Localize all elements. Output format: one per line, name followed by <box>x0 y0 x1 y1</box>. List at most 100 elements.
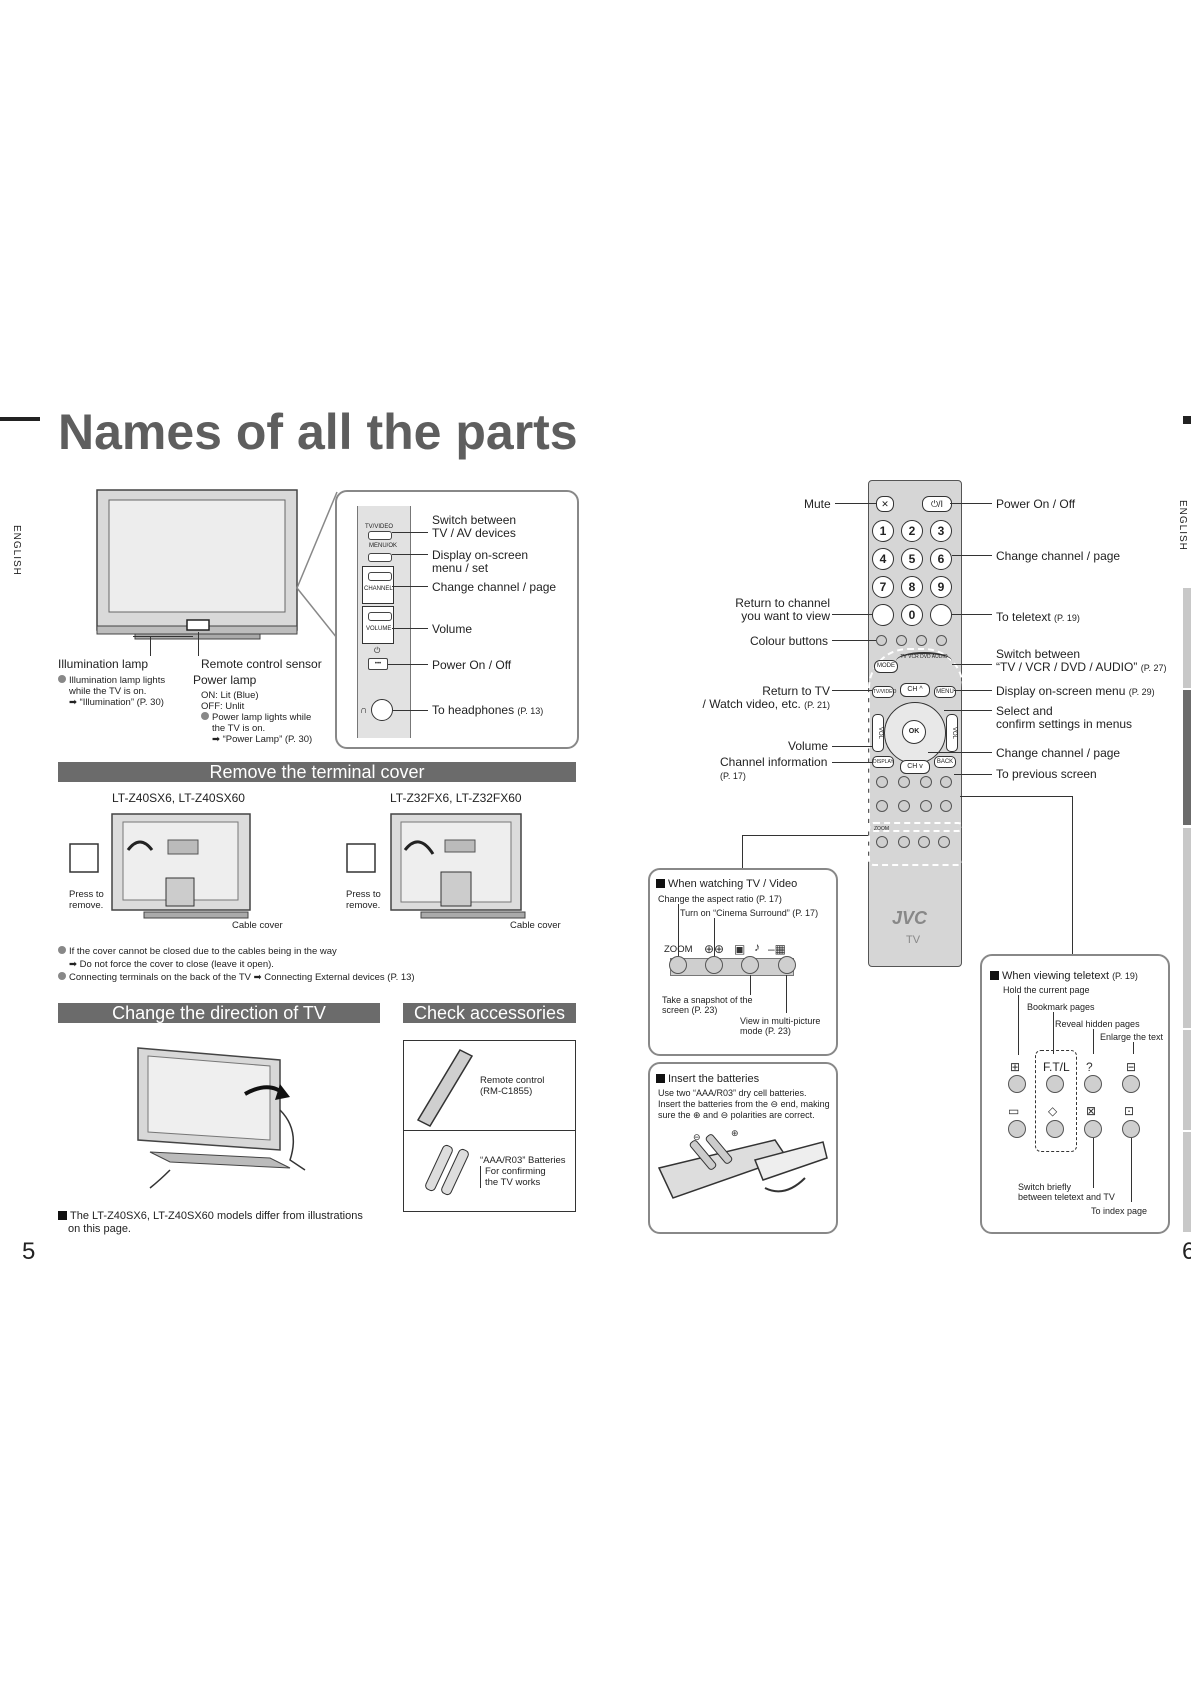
headphones-label: To headphones (P. 13) <box>432 703 544 717</box>
leader-channel-info <box>832 762 872 763</box>
snapshot-round-button[interactable] <box>741 956 759 974</box>
remote-small-key[interactable] <box>920 776 932 788</box>
enlarge-icon: ⊟ <box>1126 1060 1137 1074</box>
key-5[interactable]: 5 <box>901 548 923 570</box>
volume-up-button[interactable]: VOL <box>946 714 958 752</box>
zoom-button[interactable] <box>876 836 888 848</box>
watching-zoom-label: ZOOM <box>664 944 693 955</box>
teletext-down-button[interactable] <box>1008 1120 1026 1138</box>
teletext-play-button[interactable] <box>1084 1075 1102 1093</box>
display-button[interactable]: DISPLAY <box>872 756 894 768</box>
teletext-stop-button[interactable] <box>1084 1120 1102 1138</box>
key-7[interactable]: 7 <box>872 576 894 598</box>
teletext-rewind-button[interactable] <box>1046 1075 1064 1093</box>
menu-button[interactable]: MENU <box>934 686 956 698</box>
teletext-button[interactable] <box>930 604 952 626</box>
headphone-jack[interactable] <box>371 699 393 721</box>
remote-small-key[interactable] <box>940 776 952 788</box>
bullet-icon <box>201 712 209 720</box>
side-tab-4 <box>1183 1030 1191 1130</box>
colour-button-red[interactable] <box>876 635 887 646</box>
remote-small-key[interactable] <box>876 800 888 812</box>
surround-label: Turn on “Cinema Surround” (P. 17) <box>680 908 819 918</box>
panel-volume-button[interactable] <box>368 612 392 621</box>
accessories-heading: Check accessories <box>403 1003 576 1023</box>
zoom-round-button[interactable] <box>669 956 687 974</box>
back-button[interactable]: BACK <box>934 756 956 768</box>
snapshot-button[interactable] <box>918 836 930 848</box>
teletext-up-button[interactable] <box>1008 1075 1026 1093</box>
zoom-group <box>868 822 964 866</box>
key-3[interactable]: 3 <box>930 520 952 542</box>
leader-switch-av <box>392 532 428 533</box>
remote-small-key[interactable] <box>940 800 952 812</box>
panel-menu-label: MENU/OK <box>369 543 398 549</box>
svg-text:⊕: ⊕ <box>731 1128 739 1138</box>
tvvideo-button[interactable]: TV/VIDEO <box>872 686 896 698</box>
teletext-record-button[interactable] <box>1046 1120 1064 1138</box>
remote-small-key[interactable] <box>920 800 932 812</box>
multi-round-button[interactable] <box>778 956 796 974</box>
model-b-label: LT-Z32FX6, LT-Z32FX60 <box>390 791 522 805</box>
device-selector-arc[interactable]: TV VCR DVD AUDIO <box>896 652 952 670</box>
key-9[interactable]: 9 <box>930 576 952 598</box>
colour-button-green[interactable] <box>896 635 907 646</box>
teletext-ff-button[interactable] <box>1122 1075 1140 1093</box>
key-0[interactable]: 0 <box>901 604 923 626</box>
panel-menu-button[interactable] <box>368 553 392 562</box>
panel-tvvideo-label: TV/VIDEO <box>365 524 394 530</box>
mode-button[interactable]: MODE <box>874 660 898 673</box>
teletext-keys-rows <box>874 774 954 820</box>
channel-up-button[interactable]: CH ^ <box>900 683 930 697</box>
key-8[interactable]: 8 <box>901 576 923 598</box>
colour-buttons-label: Colour buttons <box>750 634 829 648</box>
teletext-pause-button[interactable] <box>1122 1120 1140 1138</box>
leader-reveal <box>1093 1029 1094 1054</box>
colour-button-blue[interactable] <box>936 635 947 646</box>
ok-button[interactable]: OK <box>902 720 926 744</box>
side-tab-1 <box>1183 588 1191 688</box>
key-2[interactable]: 2 <box>901 520 923 542</box>
panel-channel-label: CHANNEL <box>364 586 393 592</box>
tv-swivel-illustration <box>137 1047 306 1189</box>
leader-teletext <box>952 614 992 615</box>
surround-round-button[interactable] <box>705 956 723 974</box>
brand-sub: TV <box>906 934 921 946</box>
direction-note: The LT-Z40SX6, LT-Z40SX60 models differ … <box>58 1210 363 1236</box>
leader-return-tv <box>832 690 872 691</box>
channel-down-button[interactable]: CH v <box>900 760 930 774</box>
channel-info-label: Channel information(P. 17) <box>720 755 828 782</box>
power-button[interactable]: ⏻/I <box>922 496 952 512</box>
panel-volume-label: VOLUME <box>366 626 392 632</box>
colour-button-yellow[interactable] <box>916 635 927 646</box>
music-note-icon: ♪ <box>754 940 760 954</box>
key-4[interactable]: 4 <box>872 548 894 570</box>
volume-down-button[interactable]: VOL <box>872 714 884 752</box>
index-page-label: To index page <box>1091 1206 1148 1216</box>
multi-picture-button[interactable] <box>938 836 950 848</box>
return-channel-button[interactable] <box>872 604 894 626</box>
side-tab-5 <box>1183 1132 1191 1232</box>
reveal-label: Reveal hidden pages <box>1055 1019 1140 1029</box>
panel-tvvideo-button[interactable] <box>368 531 392 540</box>
mute-button[interactable]: ✕ <box>876 496 894 512</box>
panel-channel-button[interactable] <box>368 572 392 581</box>
cancel-icon: ⊠ <box>1086 1104 1097 1118</box>
panel-power-button[interactable]: ••• <box>368 658 388 670</box>
leader-remote-power <box>950 503 992 504</box>
surround-button[interactable] <box>898 836 910 848</box>
change-channel-page-2-label: Change channel / page <box>996 746 1121 760</box>
remote-small-key[interactable] <box>898 800 910 812</box>
cable-cover-a: Cable cover <box>232 920 283 931</box>
power-lamp-label: Power lamp <box>193 673 257 687</box>
multi-picture-icon: –▦ <box>768 942 787 956</box>
remote-small-key[interactable] <box>898 776 910 788</box>
key-1[interactable]: 1 <box>872 520 894 542</box>
remote-small-key[interactable] <box>876 776 888 788</box>
key-6[interactable]: 6 <box>930 548 952 570</box>
aspect-label: Change the aspect ratio (P. 17) <box>658 894 782 904</box>
